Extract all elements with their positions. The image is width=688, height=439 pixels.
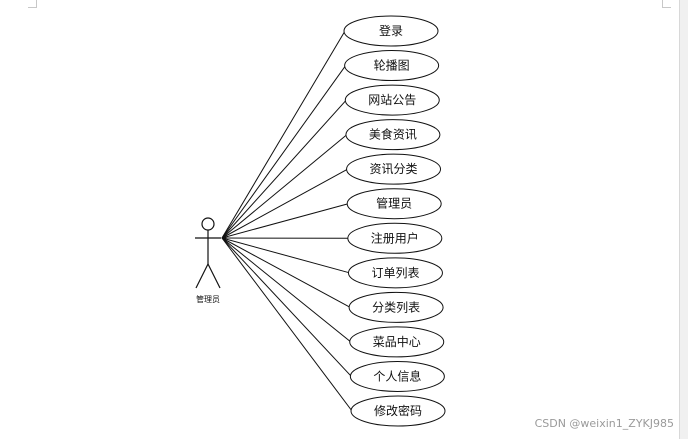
use-case: 管理员 bbox=[346, 188, 442, 220]
use-case-label: 网站公告 bbox=[368, 93, 416, 107]
use-case-ellipse bbox=[349, 360, 445, 392]
use-case: 分类列表 bbox=[348, 291, 444, 323]
use-case-label: 美食资讯 bbox=[369, 127, 417, 142]
association-line bbox=[221, 237, 352, 377]
actor-head bbox=[201, 217, 215, 231]
use-case: 个人信息 bbox=[349, 360, 445, 392]
use-case-ellipse bbox=[343, 15, 439, 47]
use-case-label: 注册用户 bbox=[371, 230, 419, 245]
use-case: 轮播图 bbox=[344, 50, 440, 82]
actor-admin: 管理员 bbox=[195, 217, 221, 304]
use-case: 修改密码 bbox=[350, 395, 446, 427]
actor-label: 管理员 bbox=[196, 294, 220, 304]
use-case-label: 菜品中心 bbox=[373, 334, 421, 349]
use-case-label: 管理员 bbox=[376, 196, 412, 211]
use-case-label: 分类列表 bbox=[372, 300, 420, 314]
use-case-ellipse bbox=[349, 326, 445, 358]
association-line bbox=[221, 237, 350, 274]
use-case-label: 登录 bbox=[379, 23, 403, 38]
use-case-label: 修改密码 bbox=[374, 403, 422, 418]
use-case-ellipse bbox=[347, 257, 443, 289]
use-case: 登录 bbox=[343, 15, 439, 47]
association-line bbox=[221, 203, 349, 239]
page-corner-mark-right bbox=[662, 0, 671, 8]
association-line bbox=[221, 237, 351, 308]
association-line bbox=[221, 237, 352, 343]
use-case-label: 资讯分类 bbox=[370, 162, 418, 176]
association-line bbox=[221, 134, 348, 239]
association-line bbox=[221, 65, 347, 239]
association-line bbox=[221, 237, 353, 412]
use-case-label: 轮播图 bbox=[374, 59, 410, 73]
use-case: 订单列表 bbox=[347, 257, 443, 289]
association-line bbox=[221, 99, 347, 239]
use-case-ellipse bbox=[345, 119, 441, 151]
page-right-edge bbox=[679, 0, 688, 439]
actor-left-leg bbox=[195, 263, 209, 289]
page-corner-mark-left bbox=[28, 0, 37, 8]
use-case-ellipse bbox=[344, 84, 440, 116]
use-case-ellipse bbox=[348, 291, 444, 323]
use-case: 网站公告 bbox=[344, 84, 440, 116]
use-case-label: 订单列表 bbox=[371, 266, 419, 280]
use-case-ellipse bbox=[344, 50, 440, 82]
use-case-ellipse bbox=[350, 395, 446, 427]
actor-right-leg bbox=[207, 263, 221, 289]
use-case-label: 个人信息 bbox=[373, 368, 421, 383]
use-case-ellipse bbox=[346, 188, 442, 220]
use-case: 资讯分类 bbox=[346, 153, 442, 185]
use-case: 注册用户 bbox=[347, 222, 443, 254]
association-line bbox=[221, 30, 346, 239]
use-case-ellipse bbox=[347, 222, 443, 254]
association-line bbox=[221, 168, 348, 239]
use-case-ellipse bbox=[346, 153, 442, 185]
use-case: 菜品中心 bbox=[349, 326, 445, 358]
use-case: 美食资讯 bbox=[345, 119, 441, 151]
watermark: CSDN @weixin1_ZYKJ985 bbox=[534, 417, 674, 430]
association-lines bbox=[221, 30, 353, 412]
use-cases: 登录轮播图网站公告美食资讯资讯分类管理员注册用户订单列表分类列表菜品中心个人信息… bbox=[343, 15, 446, 427]
